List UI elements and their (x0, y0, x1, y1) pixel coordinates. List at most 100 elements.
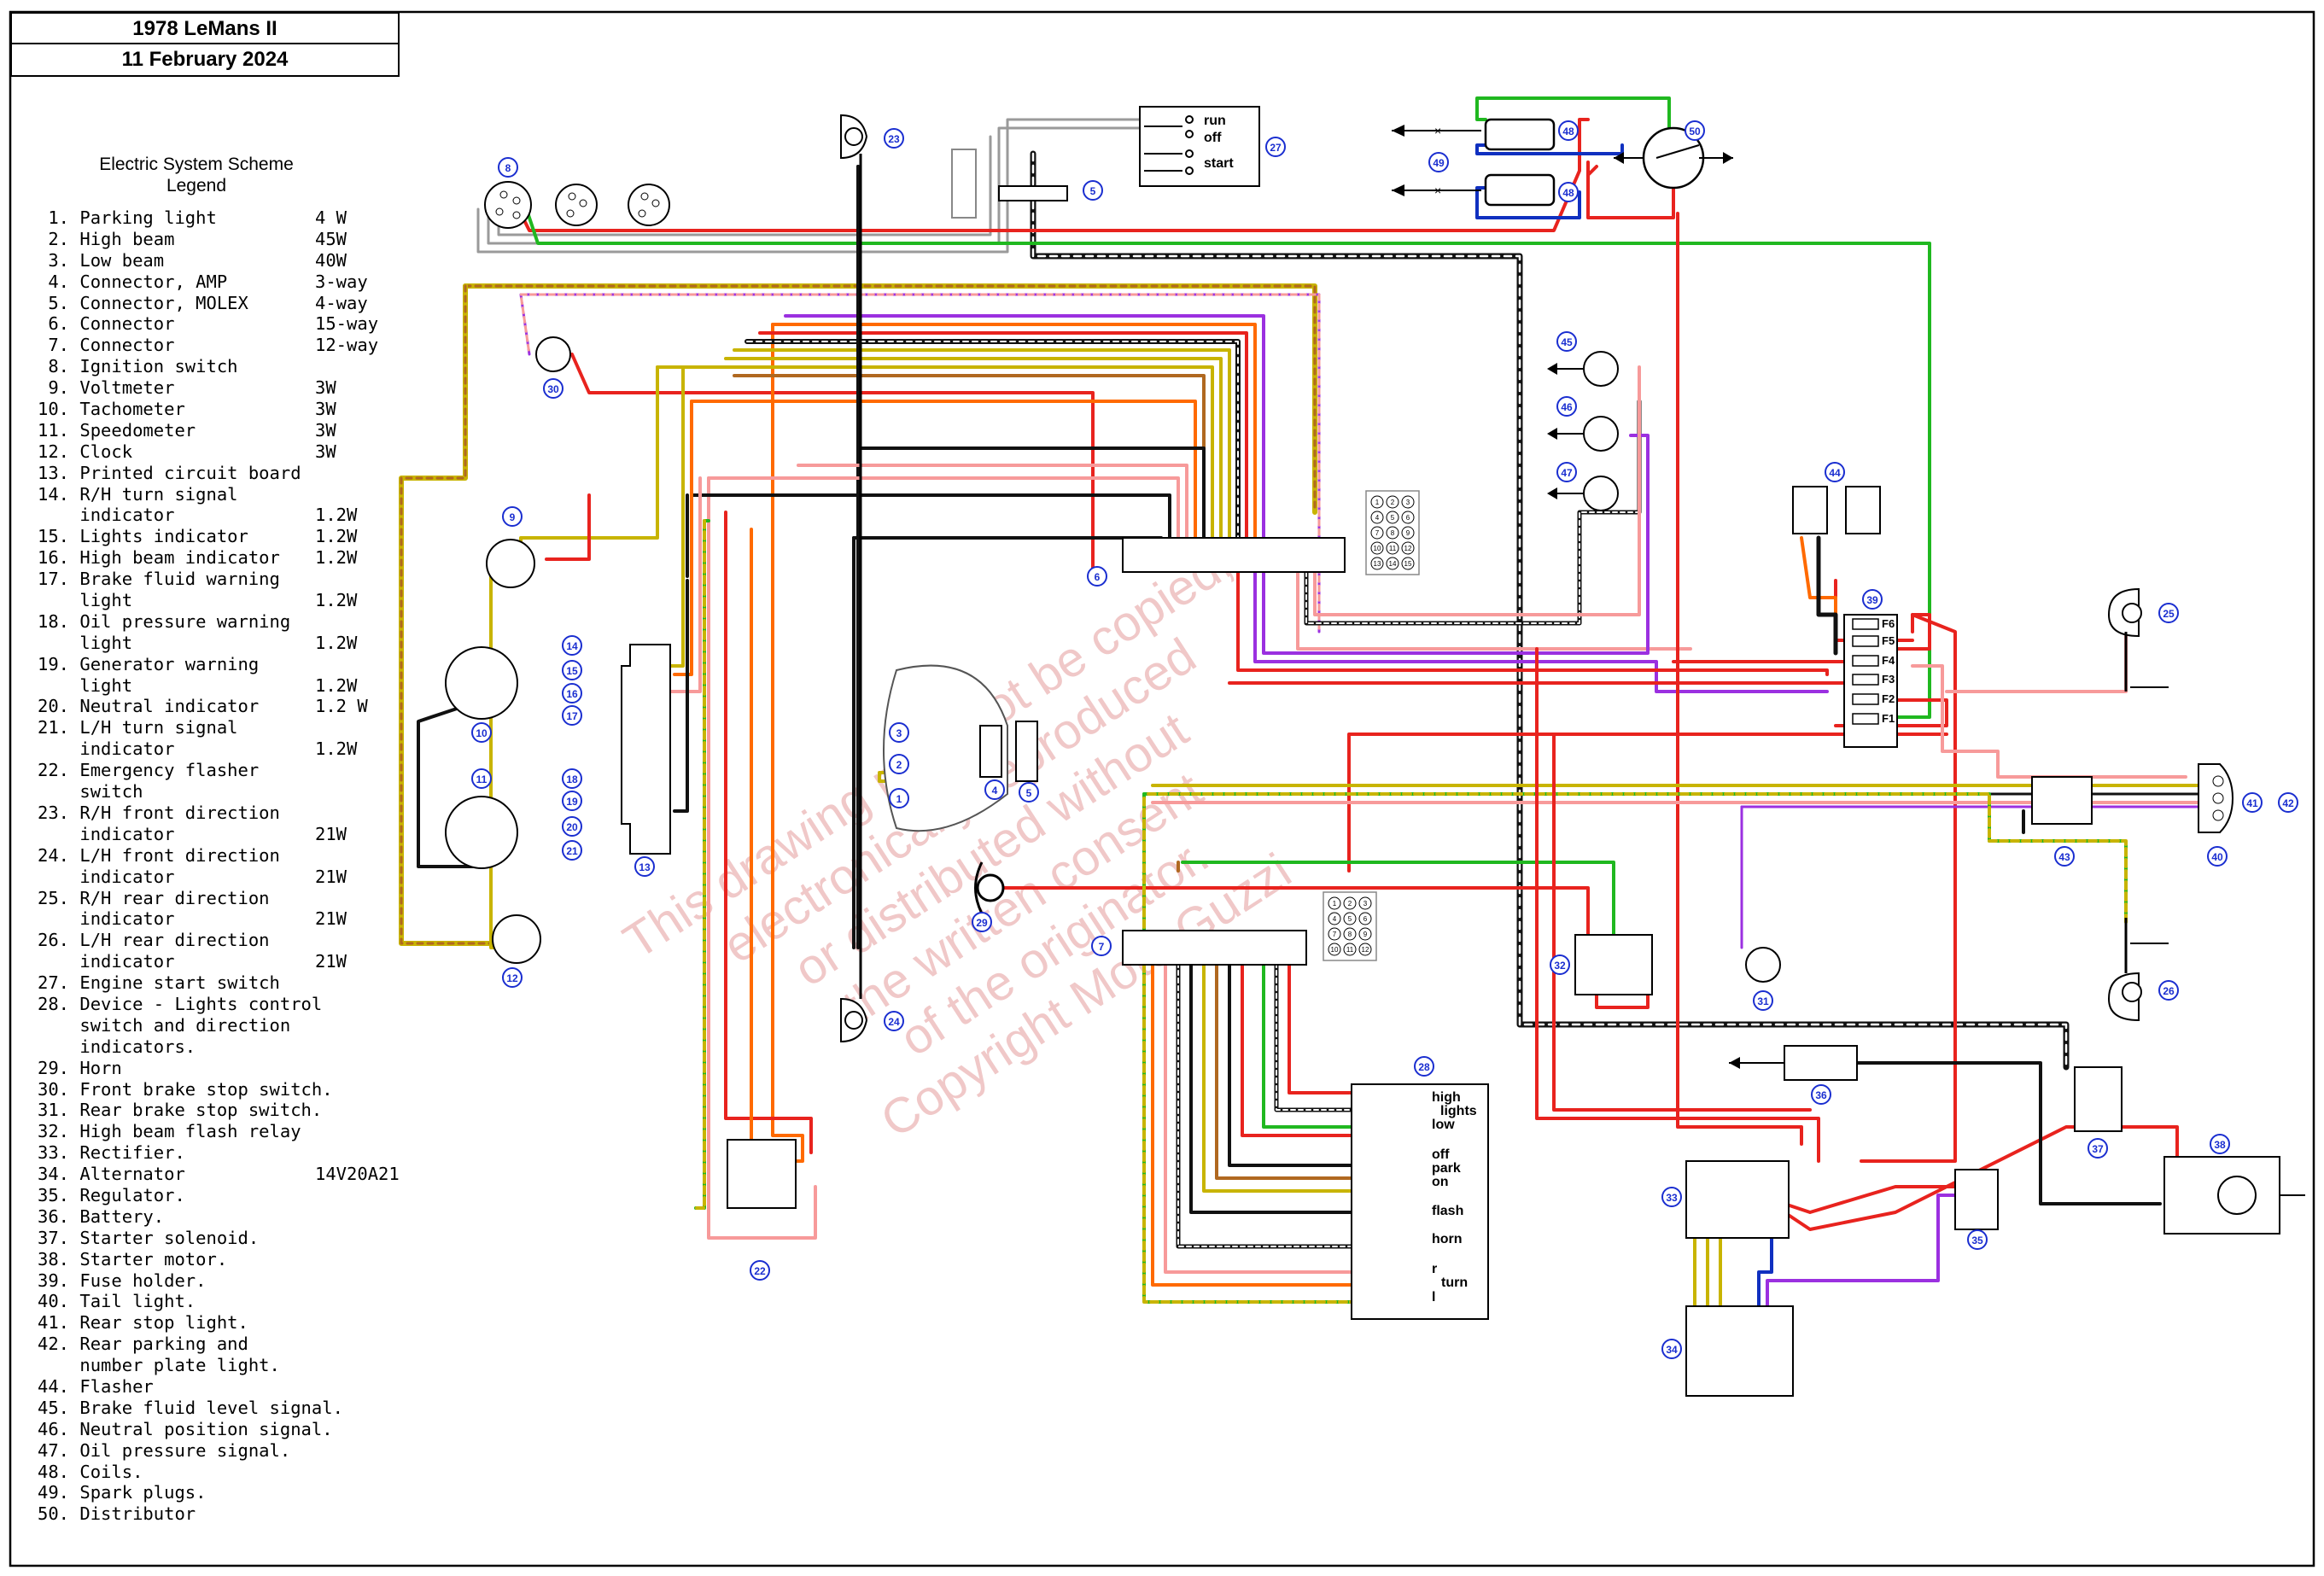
legend-row: 28. Device - Lights control (38, 994, 413, 1015)
wire-harness (399, 96, 2204, 1321)
legend-label: 17. Brake fluid warning (38, 569, 280, 590)
wire-bw-6-r-in (1305, 400, 1640, 624)
legend-value: 3W (315, 399, 336, 420)
connector-15-way (1122, 537, 1346, 573)
component-marker (984, 779, 1005, 800)
pin (1401, 541, 1415, 555)
legend-label: 47. Oil pressure signal. (38, 1439, 291, 1461)
component-marker (502, 506, 523, 527)
label-l: l (1432, 1290, 1435, 1305)
legend-row: 35. Regulator. (38, 1185, 413, 1206)
component-marker (2158, 603, 2179, 623)
legend-title-line2: Legend (166, 176, 227, 196)
component-marker-number: 46 (1561, 401, 1573, 413)
pin-number: 3 (1363, 900, 1368, 908)
wire-yellow-28-on (1202, 946, 1368, 1193)
pin (1401, 557, 1415, 570)
wire-pink-45 (1313, 365, 1641, 616)
component-marker-number: 5 (1090, 185, 1096, 197)
fuse (1852, 655, 1879, 667)
legend-heading: Electric System Scheme Legend (51, 154, 342, 196)
legend-row: switch and direction (38, 1015, 413, 1036)
legend-value: 1.2W (315, 547, 358, 569)
pin-number: 2 (1391, 499, 1395, 506)
pin-number: 1 (1333, 900, 1337, 908)
legend-label: 49. Spark plugs. (38, 1482, 207, 1503)
component-marker-number: 10 (476, 727, 488, 739)
label-high: high (1432, 1090, 1461, 1105)
pin (1386, 526, 1399, 540)
wire-pink-6-r (1296, 570, 1692, 651)
component-marker-number: 32 (1554, 960, 1566, 972)
diagram-date: 11 February 2024 (121, 48, 289, 71)
legend-label: 13. Printed circuit board (38, 462, 301, 483)
legend-row: 30. Front brake stop switch. (38, 1079, 413, 1100)
neutral-position-signal (1547, 416, 1619, 452)
legend-label: 39. Fuse holder. (38, 1270, 207, 1291)
wire-pink-28 (1164, 946, 1368, 1274)
rear-connector (2031, 776, 2093, 825)
legend-value: 15-way (315, 313, 379, 335)
component-marker-number: 33 (1666, 1192, 1678, 1204)
component-marker-number: 6 (1095, 571, 1101, 583)
legend-label: indicator (38, 866, 175, 887)
pin-number: 3 (1406, 499, 1410, 506)
wire-green-dash-22b (694, 519, 710, 1210)
pin (1358, 943, 1372, 956)
legend-label: 41. Rear stop light. (38, 1312, 248, 1334)
legend-row: 23. R/H front direction (38, 803, 413, 824)
legend-label: number plate light. (38, 1355, 280, 1376)
component-marker-number: 17 (566, 710, 578, 722)
wire-orange-13 (673, 400, 693, 676)
legend-label: light (38, 674, 133, 696)
fuse (1852, 635, 1879, 647)
pin-number: 10 (1374, 545, 1381, 552)
component-marker (1558, 182, 1579, 202)
component-marker (562, 791, 582, 811)
component-marker (562, 816, 582, 837)
legend-label: 9. Voltmeter (38, 377, 175, 399)
component-marker (471, 768, 492, 789)
headlamp-housing (883, 664, 1008, 832)
spark-plug-upper: × (1392, 124, 1481, 137)
legend-label: 24. L/H front direction (38, 844, 280, 866)
component-marker-number: 47 (1561, 467, 1573, 479)
component-marker-number: 30 (547, 383, 559, 395)
component-marker-number: 13 (639, 861, 651, 873)
pin (1386, 495, 1399, 509)
component-marker-number: 1 (896, 793, 902, 805)
legend-label: 38. Starter motor. (38, 1248, 228, 1270)
legend-row: indicators. (38, 1036, 413, 1058)
rear-brake-stop-switch (1745, 947, 1781, 983)
legend-label: light (38, 590, 133, 611)
component-marker (2278, 792, 2298, 813)
components: run off start × × (445, 106, 2305, 1397)
wire-brown-left2-dash (400, 284, 514, 945)
component-marker-number: 23 (888, 133, 900, 145)
wire-pink-mid2 (707, 476, 1180, 557)
legend-label: 15. Lights indicator (38, 526, 248, 547)
legend-value: 3W (315, 377, 336, 399)
wire-red-coil2 (1586, 165, 1598, 177)
component-marker (1661, 1339, 1682, 1359)
label-low: low (1432, 1118, 1455, 1132)
legend-label: switch and direction (38, 1014, 291, 1036)
legend-row: 29. Horn (38, 1058, 413, 1079)
legend-label: indicator (38, 738, 175, 760)
component-marker-number: 41 (2246, 797, 2258, 809)
legend-label: 32. High beam flash relay (38, 1121, 301, 1142)
pin (1370, 526, 1384, 540)
legend-label: 22. Emergency flasher (38, 760, 260, 781)
component-marker (972, 912, 992, 932)
legend-label: 28. Device - Lights control (38, 993, 323, 1014)
legend-value: 1.2W (315, 674, 358, 696)
component-marker-number: 34 (1666, 1344, 1678, 1356)
legend-row: 14. R/H turn signal (38, 484, 413, 505)
wire-green-ign (519, 190, 1931, 719)
legend-row: 19. Generator warning (38, 654, 413, 675)
rear-indicator-left (2107, 918, 2169, 1022)
